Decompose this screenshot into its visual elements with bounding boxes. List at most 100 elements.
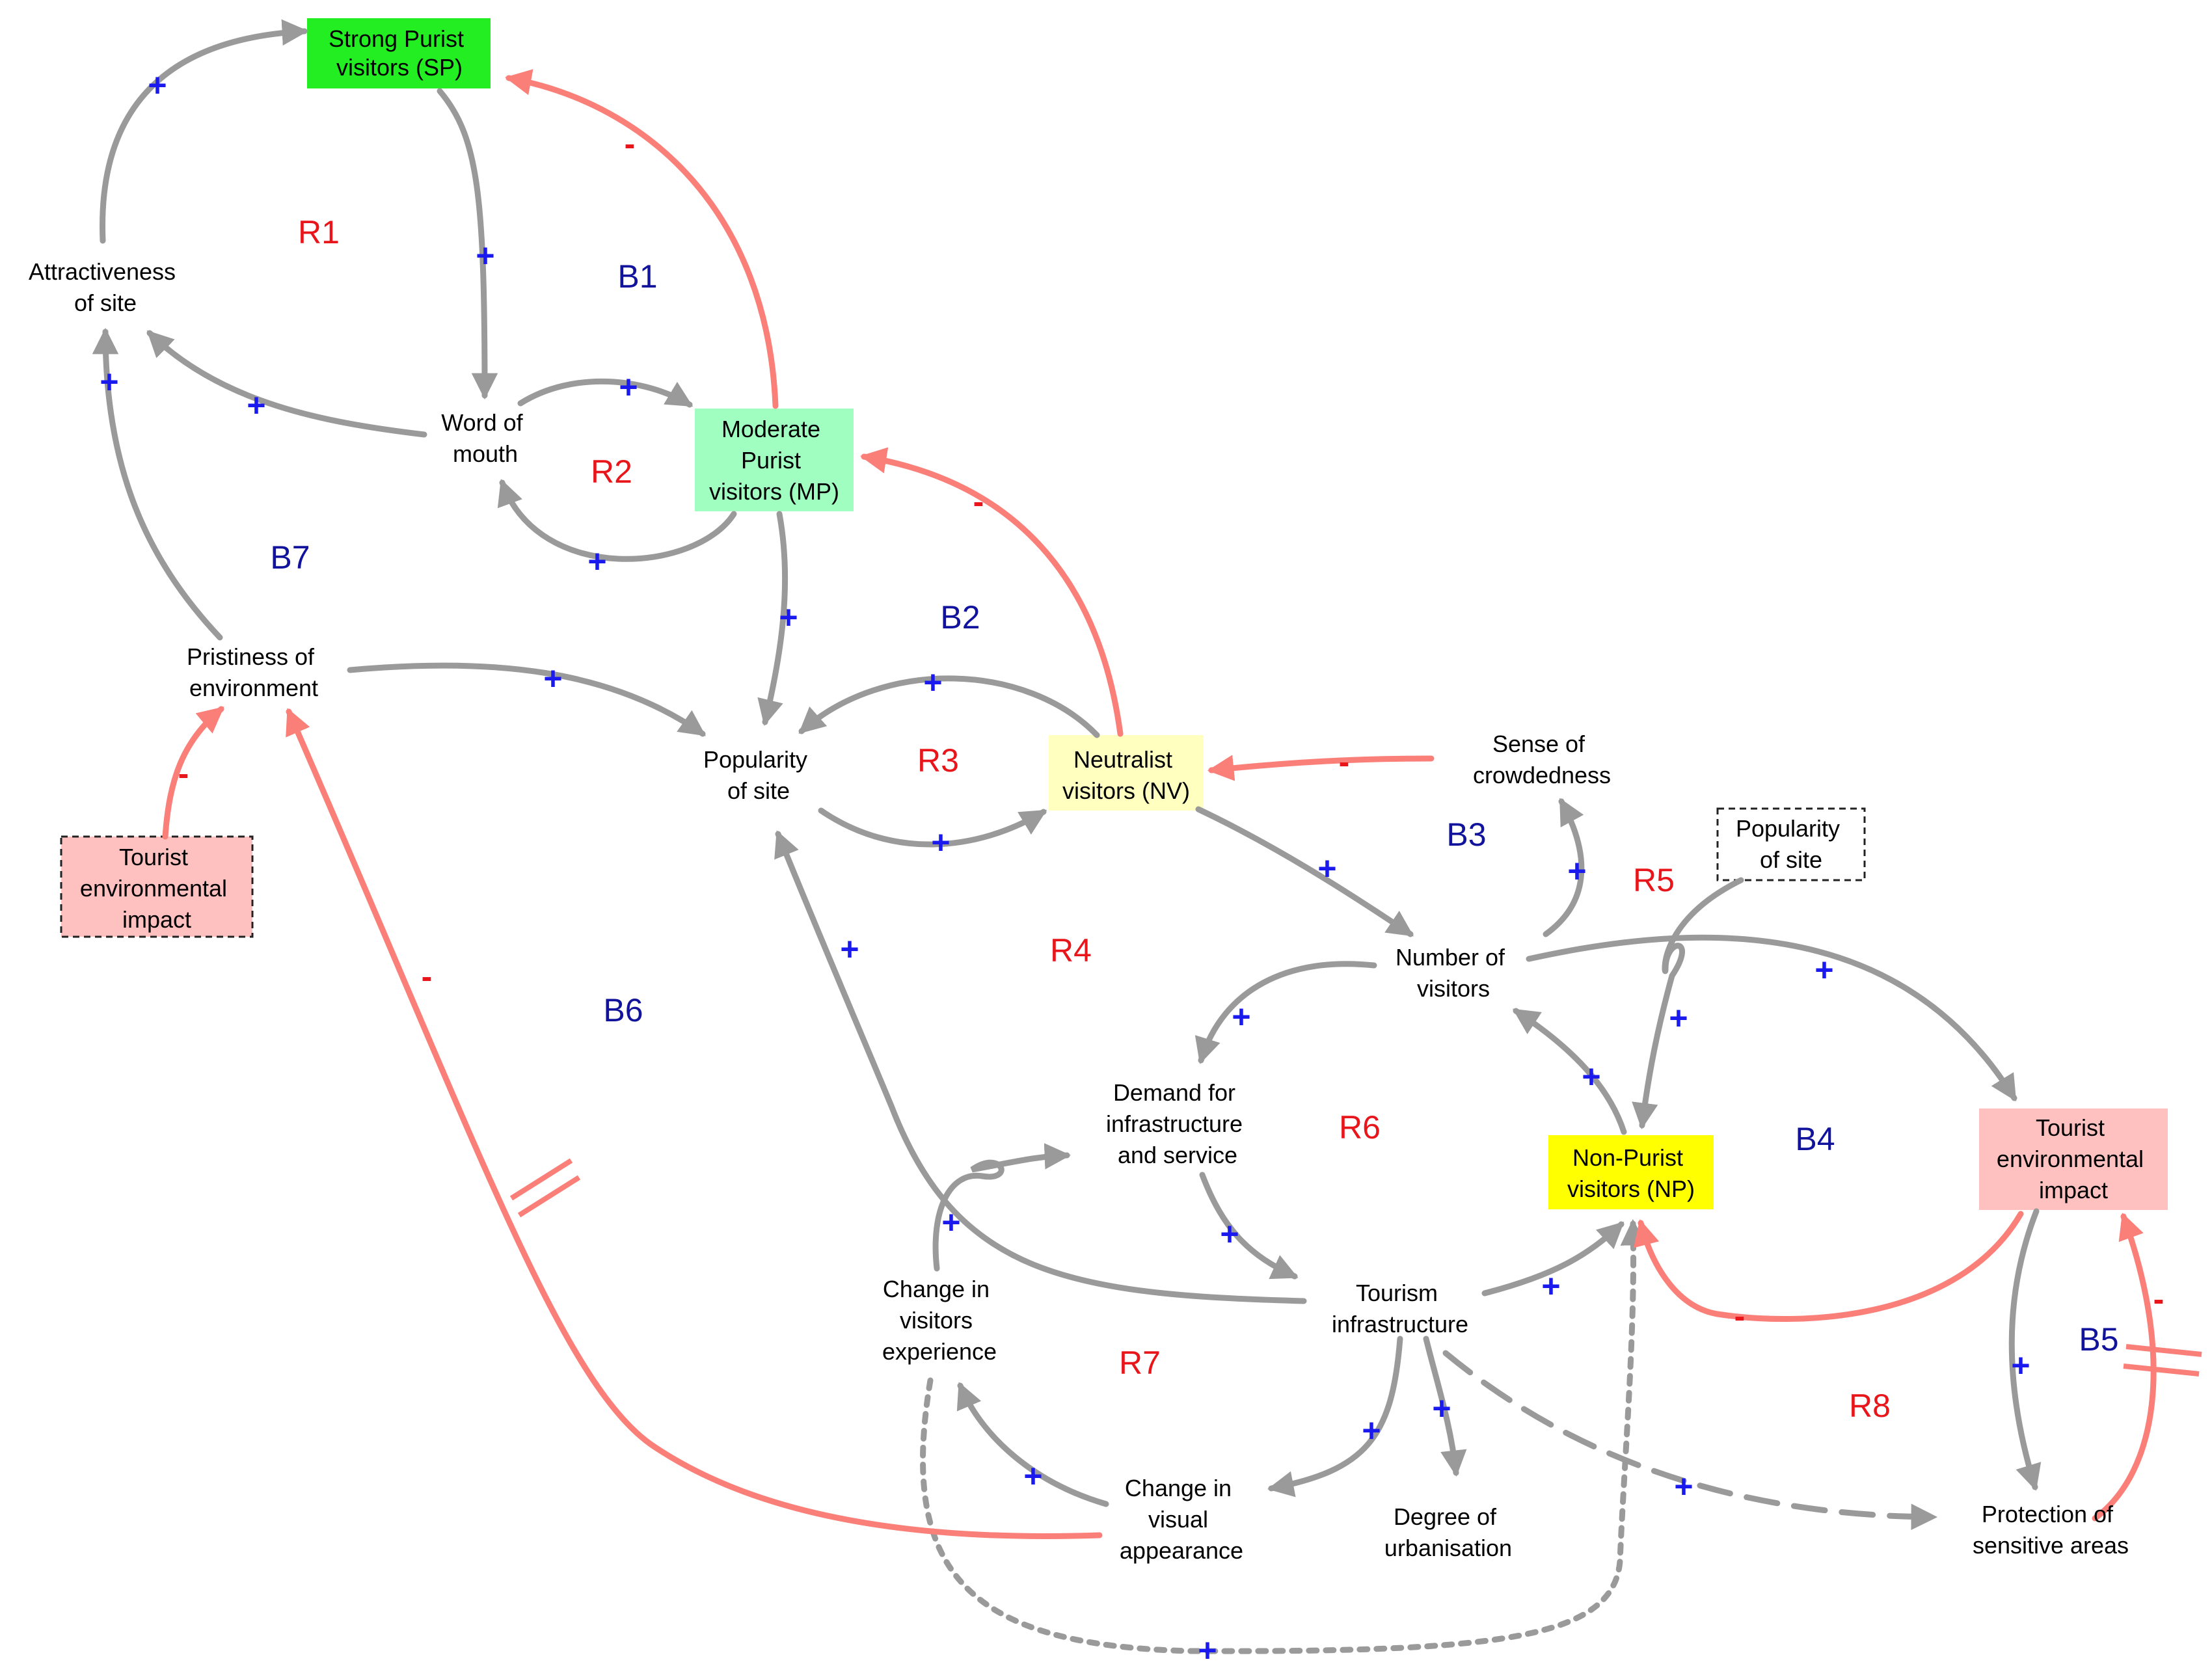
polarity-plus: + (476, 237, 494, 274)
link-infra-to-urbanisation (1423, 1336, 1467, 1477)
delay-mark-b6 (509, 1158, 581, 1218)
polarity-plus: + (1669, 1000, 1688, 1036)
loop-b7: B7 (270, 539, 310, 576)
loop-b3: B3 (1446, 816, 1486, 853)
loop-r3: R3 (917, 742, 959, 779)
polarity-minus: - (625, 126, 636, 162)
link-np-to-visitors (1512, 1008, 1627, 1135)
impact-box (1979, 1108, 2168, 1210)
loop-r2: R2 (591, 453, 632, 490)
popularity-label: Popularity of site (703, 746, 814, 804)
link-experience-to-np (920, 1218, 1647, 1654)
polarity-plus: + (1814, 952, 1833, 988)
sense-crowdedness-label: Sense of crowdedness (1473, 731, 1611, 788)
link-impact-to-np (1633, 1211, 2024, 1322)
moderate-purist-box (695, 409, 854, 511)
loop-b4: B4 (1795, 1121, 1835, 1157)
polarity-minus: - (178, 755, 189, 792)
popularity-ghost-label: Popularity of site (1736, 815, 1846, 873)
link-change-visual-to-experience (956, 1382, 1109, 1507)
loop-r8: R8 (1849, 1388, 1891, 1424)
link-crowdedness-to-nv (1207, 755, 1435, 781)
polarity-minus: - (1734, 1298, 1746, 1334)
polarity-plus: + (587, 543, 606, 580)
non-purist-box (1548, 1135, 1714, 1209)
polarity-plus: + (148, 67, 167, 103)
link-protection-to-impact (2092, 1213, 2157, 1522)
polarity-plus: + (931, 824, 950, 861)
link-wom-to-mp (517, 378, 694, 408)
word-of-mouth-label: Word of mouth (441, 409, 529, 467)
polarity-plus: + (1674, 1468, 1693, 1505)
popularity-ghost-box (1716, 807, 1866, 881)
link-infra-to-np (1481, 1221, 1625, 1296)
impact-ghost-box (60, 835, 254, 938)
link-attractiveness-to-sp (100, 19, 309, 244)
neutralist-label: Neutralist visitors (NV) (1062, 746, 1190, 804)
link-visitors-to-demand (1194, 961, 1377, 1064)
polarity-minus: - (2153, 1281, 2165, 1317)
polarity-plus: + (941, 1204, 960, 1241)
strong-purist-box (307, 18, 491, 88)
loop-b5: B5 (2079, 1321, 2118, 1358)
change-visual-label: Change in visual appearance (1120, 1475, 1243, 1564)
neutralist-box (1049, 735, 1204, 811)
polarity-plus: + (923, 664, 942, 701)
link-infra-to-protection (1442, 1350, 1938, 1530)
link-nv-to-popularity (798, 675, 1100, 738)
link-mp-to-wom (497, 479, 737, 562)
polarity-plus: + (2011, 1347, 2030, 1384)
polarity-plus: + (1232, 999, 1250, 1035)
link-visitors-to-impact (1526, 934, 2017, 1102)
urbanisation-label: Degree of urbanisation (1384, 1503, 1512, 1561)
link-demand-to-infra (1199, 1172, 1299, 1280)
number-visitors-label: Number of visitors (1396, 944, 1511, 1002)
link-mp-to-popularity (757, 511, 789, 726)
non-purist-label: Non-Purist visitors (NP) (1567, 1144, 1695, 1202)
polarity-plus: + (1023, 1458, 1042, 1494)
link-infra-to-change-visual (1267, 1336, 1403, 1498)
link-impact-to-protection (2008, 1208, 2042, 1491)
polarity-plus: + (1362, 1412, 1381, 1449)
loop-b1: B1 (617, 258, 657, 295)
link-visitors-to-crowdedness (1543, 798, 1585, 937)
polarity-plus: + (1220, 1216, 1239, 1252)
loop-b2: B2 (940, 599, 980, 636)
polarity-minus: - (422, 958, 433, 995)
attractiveness-label: Attractiveness of site (29, 258, 182, 316)
polarity-plus: + (1317, 850, 1336, 887)
link-wom-to-attractiveness (146, 330, 427, 438)
link-infra-to-popularity (774, 830, 1307, 1304)
link-popularity-to-nv (818, 807, 1047, 848)
impact-label: Tourist environmental impact (1997, 1114, 2150, 1203)
impact-ghost-label: Tourist environmental impact (80, 844, 234, 933)
loop-r7: R7 (1119, 1345, 1161, 1381)
polarity-minus: - (1339, 744, 1350, 780)
link-impact-ghost-to-pristiness (162, 706, 224, 840)
link-change-experience-to-demand (932, 1143, 1072, 1272)
loop-r5: R5 (1633, 862, 1675, 898)
link-mp-to-sp (505, 69, 779, 409)
demand-label: Demand for infrastructure and service (1106, 1079, 1249, 1168)
link-sp-to-wom (437, 88, 498, 400)
link-nv-to-mp (860, 447, 1124, 737)
polarity-minus: - (973, 483, 984, 520)
polarity-plus: + (1198, 1632, 1217, 1669)
link-pristiness-to-popularity (347, 662, 706, 737)
polarity-plus: + (1567, 853, 1586, 889)
polarity-plus: + (100, 364, 118, 400)
loop-r4: R4 (1050, 932, 1092, 969)
polarity-plus: + (543, 660, 562, 697)
loop-r6: R6 (1339, 1109, 1381, 1146)
polarity-plus: + (1582, 1058, 1600, 1095)
link-nv-to-visitors (1195, 806, 1414, 937)
moderate-purist-label: Moderate Purist visitors (MP) (709, 416, 839, 505)
polarity-plus: + (779, 599, 798, 636)
link-pristiness-to-attractiveness (92, 327, 223, 641)
strong-purist-label: Strong Purist visitors (SP) (329, 25, 470, 81)
polarity-plus: + (619, 369, 638, 405)
link-popularity-ghost-to-np (1632, 877, 1744, 1130)
polarity-plus: + (1432, 1390, 1451, 1427)
